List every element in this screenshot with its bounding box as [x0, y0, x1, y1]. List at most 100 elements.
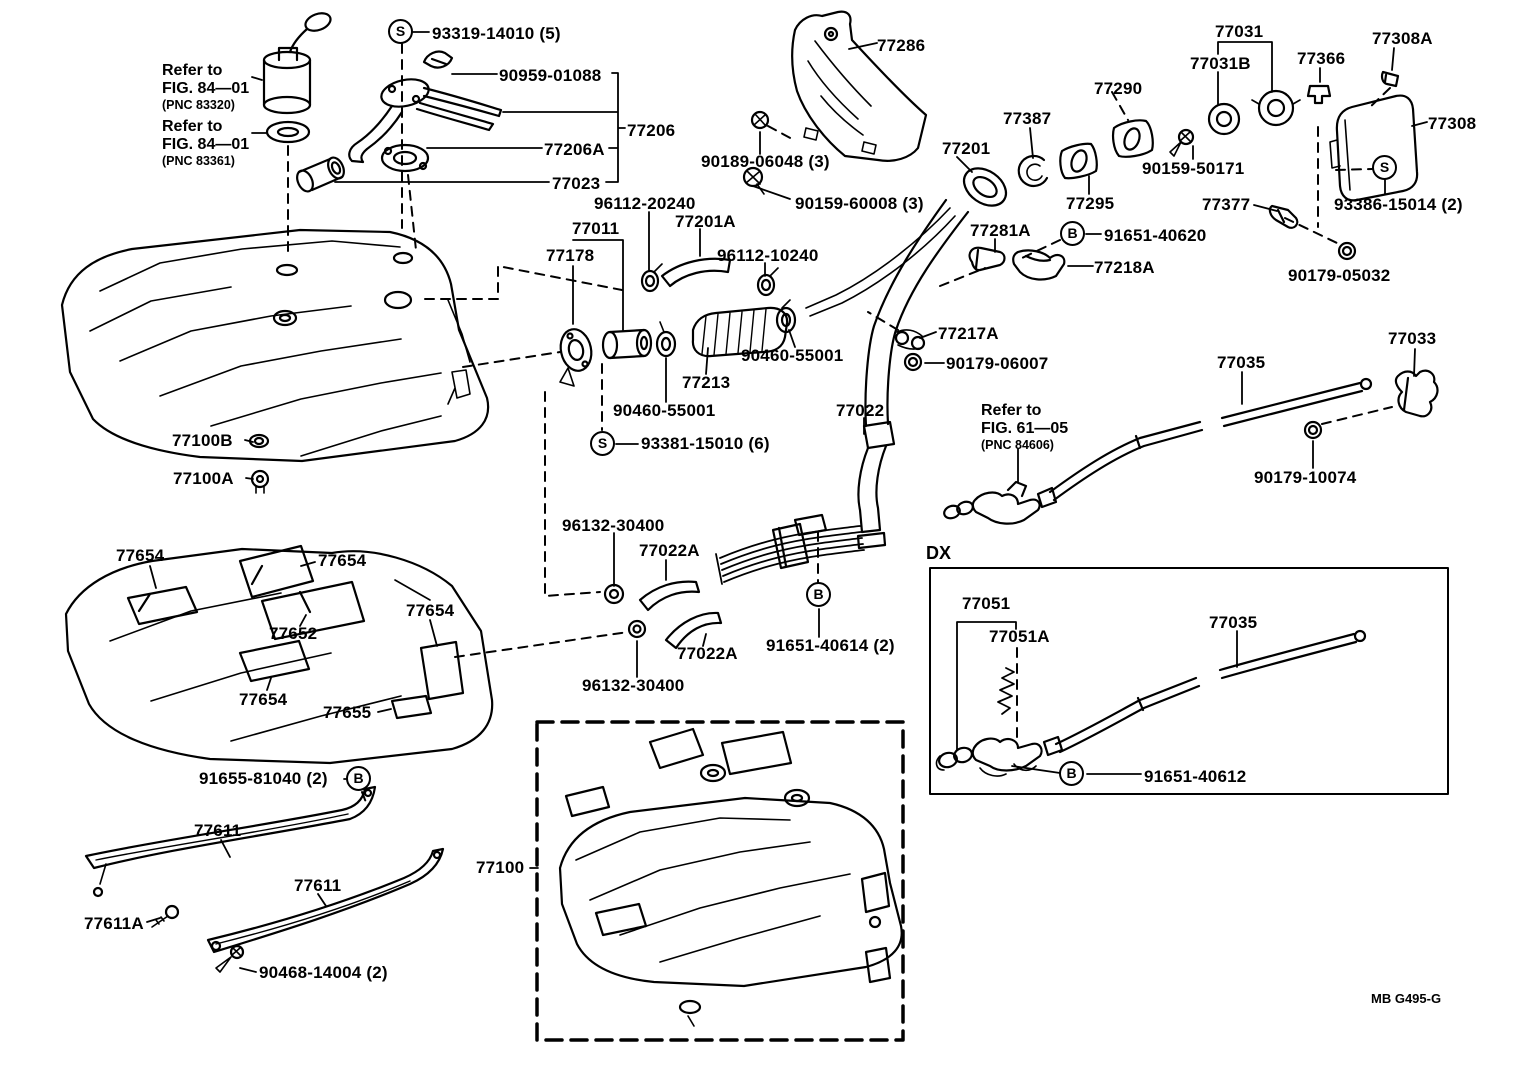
part-label-91651-40614: 91651-40614 (2): [766, 636, 895, 655]
part-label-77051: 77051: [962, 594, 1011, 613]
part-label-77286: 77286: [877, 36, 926, 55]
part-label-90189-06048: 90189-06048 (3): [701, 152, 830, 171]
main-fuel-tank: [60, 228, 490, 463]
fuel-line-bundle: [715, 513, 865, 585]
part-label-77022: 77022: [836, 401, 885, 420]
filler-neck-clamps: [894, 246, 1066, 372]
part-label-77035-dx: 77035: [1209, 613, 1258, 632]
dx-section-label: DX: [926, 543, 952, 563]
part-label-90159-50171: 90159-50171: [1142, 159, 1245, 178]
part-label-90460-55001-b: 90460-55001: [613, 401, 716, 420]
part-label-77655: 77655: [323, 703, 372, 722]
part-label-77033: 77033: [1388, 329, 1437, 348]
refer-note-line2: FIG. 84—01: [162, 136, 250, 153]
part-label-77218A: 77218A: [1094, 258, 1155, 277]
part-label-77201A: 77201A: [675, 212, 736, 231]
part-label-77611-a: 77611: [194, 821, 242, 840]
refer-note-line1: Refer to: [162, 118, 223, 135]
part-label-77290: 77290: [1094, 79, 1143, 98]
part-label-93319-14010: 93319-14010 (5): [432, 24, 561, 43]
part-label-77308A: 77308A: [1372, 29, 1433, 48]
leader-lines: [146, 31, 1428, 973]
assembly-dashed-lines: [287, 43, 1393, 806]
part-label-77281A: 77281A: [970, 221, 1031, 240]
refer-note-line3: (PNC 84606): [981, 438, 1054, 452]
bolt-symbol-91655-81040: B: [346, 766, 371, 791]
bolt-symbol-91651-40620: B: [1060, 221, 1085, 246]
bolt-symbol-91651-40612: B: [1059, 761, 1084, 786]
refer-note-fig84-01-pnc83320: Refer to FIG. 84—01 (PNC 83320): [162, 62, 249, 112]
part-label-77206: 77206: [627, 121, 676, 140]
refer-note-line2: FIG. 61—05: [981, 420, 1069, 437]
part-label-77654-c: 77654: [406, 601, 455, 620]
part-label-77295: 77295: [1066, 194, 1115, 213]
part-label-77023: 77023: [552, 174, 601, 193]
part-label-91651-40612: 91651-40612: [1144, 767, 1247, 786]
part-label-96132-30400-a: 96132-30400: [562, 516, 665, 535]
refer-note-line3: (PNC 83320): [162, 98, 235, 112]
part-label-93381-15010: 93381-15010 (6): [641, 434, 770, 453]
fuel-cap-and-lid-parts: [1017, 70, 1419, 261]
lid-lock-cable-main: [943, 369, 1439, 525]
part-label-90179-06007: 90179-06007: [946, 354, 1049, 373]
part-label-77201: 77201: [942, 139, 991, 158]
screw-symbol-93381: S: [590, 431, 615, 456]
part-label-90959-01088: 90959-01088: [499, 66, 602, 85]
part-label-90468-14004: 90468-14004 (2): [259, 963, 388, 982]
part-label-77217A: 77217A: [938, 324, 999, 343]
part-label-91651-40620: 91651-40620: [1104, 226, 1207, 245]
tank-grommets: [248, 433, 270, 494]
part-label-77611A: 77611A: [84, 914, 144, 933]
refer-note-fig84-01-pnc83361: Refer to FIG. 84—01 (PNC 83361): [162, 118, 249, 168]
part-label-77051A: 77051A: [989, 627, 1050, 646]
part-label-77387: 77387: [1003, 109, 1052, 128]
fuel-pump-assembly: [296, 50, 503, 193]
part-label-77652: 77652: [269, 624, 318, 643]
part-label-77022A-b: 77022A: [677, 644, 738, 663]
filler-pipe-assembly: [805, 167, 1008, 550]
part-label-77308: 77308: [1428, 114, 1477, 133]
refer-note-line1: Refer to: [981, 402, 1042, 419]
figure-code: MB G495-G: [1371, 991, 1442, 1006]
part-label-90460-55001-a: 90460-55001: [741, 346, 844, 365]
part-label-93386-15014: 93386-15014 (2): [1334, 195, 1463, 214]
bolt-symbol-91651-40614: B: [806, 582, 831, 607]
part-label-77100: 77100: [476, 858, 525, 877]
part-label-77654-a: 77654: [116, 546, 165, 565]
part-label-96112-10240: 96112-10240: [717, 246, 819, 265]
refer-note-line2: FIG. 84—01: [162, 80, 250, 97]
part-label-77022A-a: 77022A: [639, 541, 700, 560]
fuel-filter-and-gasket: [262, 12, 332, 144]
part-label-77178: 77178: [546, 246, 595, 265]
vent-hoses-and-grommets: [603, 580, 723, 650]
tank-option-dashed-box: [535, 720, 905, 1042]
part-label-77213: 77213: [682, 373, 731, 392]
part-label-90179-10074: 90179-10074: [1254, 468, 1357, 487]
part-label-77654-d: 77654: [239, 690, 288, 709]
screw-symbol-93386: S: [1372, 155, 1397, 180]
part-label-77206A: 77206A: [544, 140, 605, 159]
dx-section-box: [929, 567, 1449, 795]
part-label-96112-20240: 96112-20240: [594, 194, 696, 213]
refer-note-fig61-05-pnc84606: Refer to FIG. 61—05 (PNC 84606): [981, 402, 1068, 452]
part-label-77611-b: 77611: [294, 876, 342, 895]
part-label-77100B: 77100B: [172, 431, 233, 450]
part-label-77031: 77031: [1215, 22, 1264, 41]
refer-note-line3: (PNC 83361): [162, 154, 235, 168]
part-label-91655-81040: 91655-81040 (2): [199, 769, 328, 788]
refer-note-line1: Refer to: [162, 62, 223, 79]
part-label-77031B: 77031B: [1190, 54, 1251, 73]
part-label-90159-60008: 90159-60008 (3): [795, 194, 924, 213]
part-label-77366: 77366: [1297, 49, 1346, 68]
part-label-77011: 77011: [572, 219, 620, 238]
tank-heat-shield-panel: [64, 544, 494, 765]
part-label-77654-b: 77654: [318, 551, 367, 570]
breather-hose-parts: [559, 257, 797, 387]
part-label-96132-30400-b: 96132-30400: [582, 676, 685, 695]
filler-pipe-shield: [742, 10, 928, 195]
part-label-77035-main: 77035: [1217, 353, 1266, 372]
part-label-77100A: 77100A: [173, 469, 234, 488]
part-label-90179-05032: 90179-05032: [1288, 266, 1391, 285]
screw-symbol-93319: S: [388, 19, 413, 44]
